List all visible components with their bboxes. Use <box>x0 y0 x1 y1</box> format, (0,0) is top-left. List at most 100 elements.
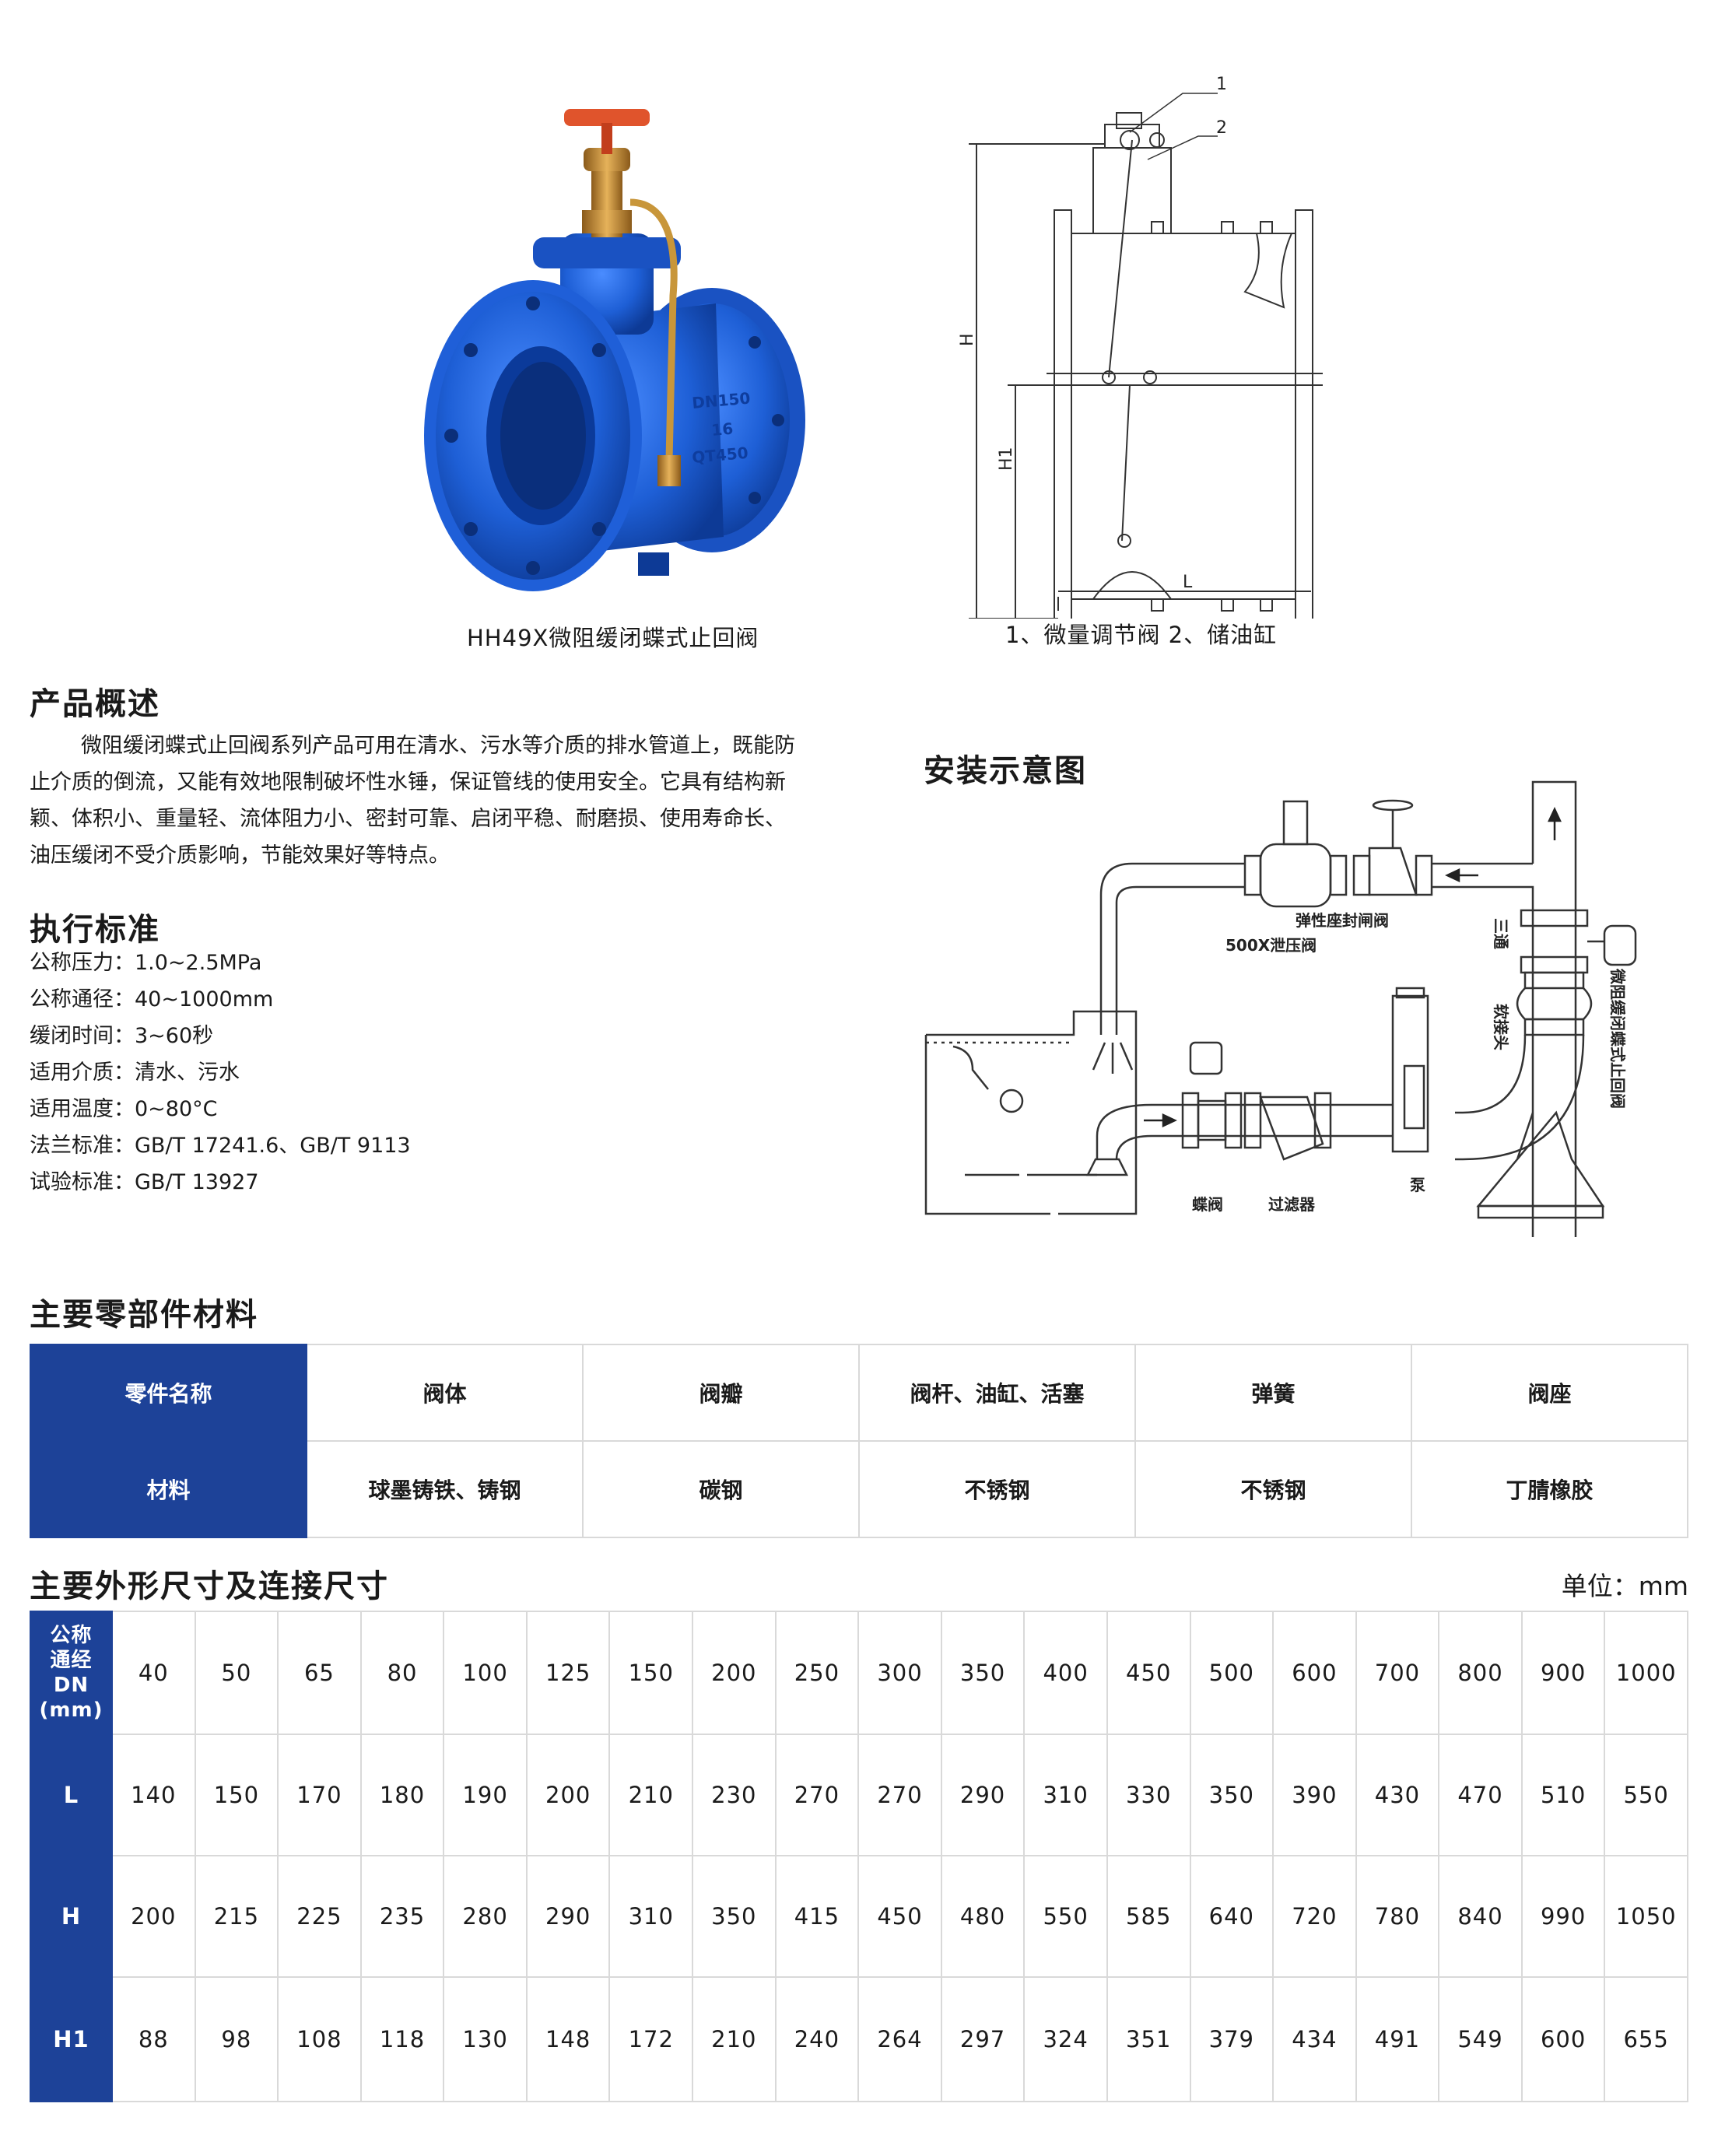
dimensions-cell: 264 <box>857 1976 942 2102</box>
dimensions-cell: 150 <box>608 1611 694 1735</box>
dimensions-cell: 148 <box>525 1976 611 2102</box>
dimensions-cell: 230 <box>692 1734 777 1856</box>
dimensions-cell: 655 <box>1604 1976 1688 2102</box>
standards-list: 公称压力：1.0~2.5MPa 公称通径：40~1000mm 缓闭时间：3~60… <box>30 945 411 1201</box>
dimensions-cell: 550 <box>1023 1855 1108 1978</box>
overview-line-4: 油压缓闭不受介质影响，节能效果好等特点。 <box>30 843 450 868</box>
dimensions-cell: 270 <box>857 1734 942 1856</box>
dimensions-cell: 350 <box>1189 1734 1274 1856</box>
label-butterfly-valve: 蝶阀 <box>1192 1195 1223 1214</box>
dimensions-cell: 600 <box>1520 1976 1606 2102</box>
dimensions-cell: 350 <box>940 1611 1026 1735</box>
dimensions-cell: 379 <box>1189 1976 1274 2102</box>
dimensions-cell: 130 <box>443 1976 528 2102</box>
dimensions-cell: 840 <box>1438 1855 1523 1978</box>
materials-table: 零件名称 阀体 阀瓣 阀杆、油缸、活塞 弹簧 阀座 材料 球墨铸铁、铸钢 碳钢 … <box>30 1344 1688 1538</box>
dimensions-cell: 180 <box>359 1734 445 1856</box>
dimensions-cell: 250 <box>774 1611 860 1735</box>
dimensions-cell: 210 <box>608 1734 694 1856</box>
dimensions-cell: 170 <box>277 1734 362 1856</box>
label-filter: 过滤器 <box>1268 1195 1316 1214</box>
standard-pressure: 公称压力：1.0~2.5MPa <box>30 951 262 975</box>
dimensions-cell: 297 <box>940 1976 1026 2102</box>
dim-h-label: H <box>958 333 977 346</box>
overview-line-3: 颖、体积小、重量轻、流体阻力小、密封可靠、启闭平稳、耐磨损、使用寿命长、 <box>30 807 786 831</box>
dimensions-cell: 585 <box>1106 1855 1191 1978</box>
dim-l-label: L <box>1183 573 1193 592</box>
standard-test: 试验标准：GB/T 13927 <box>30 1170 259 1194</box>
dimensions-cell: 990 <box>1520 1855 1606 1978</box>
standard-flange: 法兰标准：GB/T 17241.6、GB/T 9113 <box>30 1134 411 1158</box>
standard-closing-time: 缓闭时间：3~60秒 <box>30 1024 214 1048</box>
materials-cell: 阀瓣 <box>582 1344 860 1442</box>
dimensions-cell: 450 <box>857 1855 942 1978</box>
dimensions-cell: 140 <box>111 1734 196 1856</box>
dimensions-cell: 480 <box>940 1855 1026 1978</box>
dimensions-cell: 290 <box>525 1855 611 1978</box>
dimensions-cell: 640 <box>1189 1855 1274 1978</box>
dimensions-cell: 150 <box>194 1734 279 1856</box>
dimensions-cell: 600 <box>1272 1611 1357 1735</box>
materials-header-material: 材料 <box>30 1440 307 1538</box>
dimensions-cell: 1000 <box>1604 1611 1688 1735</box>
dimensions-cell: 65 <box>277 1611 362 1735</box>
materials-cell: 丁腈橡胶 <box>1411 1440 1688 1538</box>
dimensions-cell: 330 <box>1106 1734 1191 1856</box>
dimensions-cell: 390 <box>1272 1734 1357 1856</box>
materials-cell: 弹簧 <box>1134 1344 1412 1442</box>
materials-cell: 碳钢 <box>582 1440 860 1538</box>
dimensions-cell: 100 <box>443 1611 528 1735</box>
dimensions-cell: 310 <box>608 1855 694 1978</box>
table-row: 材料 球墨铸铁、铸钢 碳钢 不锈钢 不锈钢 丁腈橡胶 <box>30 1440 1688 1538</box>
dimensions-cell: 290 <box>940 1734 1026 1856</box>
dimensions-heading: 主要外形尺寸及连接尺寸 <box>30 1569 389 1604</box>
materials-cell: 不锈钢 <box>1134 1440 1412 1538</box>
label-pump: 泵 <box>1410 1176 1425 1194</box>
dimensions-unit: 单位：mm <box>1561 1571 1688 1601</box>
dimensions-cell: 235 <box>359 1855 445 1978</box>
callout-2: 2 <box>1216 118 1227 138</box>
dimensions-cell: 98 <box>194 1976 279 2102</box>
dimensions-cell: 351 <box>1106 1976 1191 2102</box>
materials-cell: 不锈钢 <box>858 1440 1136 1538</box>
overview-heading: 产品概述 <box>30 686 160 722</box>
dimensions-row-label: H1 <box>30 1976 113 2102</box>
dimensions-cell: 172 <box>608 1976 694 2102</box>
standard-diameter: 公称通径：40~1000mm <box>30 987 274 1011</box>
dimensions-cell: 225 <box>277 1855 362 1978</box>
standard-medium: 适用介质：清水、污水 <box>30 1060 240 1085</box>
dimensions-cell: 118 <box>359 1976 445 2102</box>
technical-drawing: 1 2 H H1 L <box>958 75 1323 619</box>
dimensions-cell: 500 <box>1189 1611 1274 1735</box>
dimensions-cell: 108 <box>277 1976 362 2102</box>
dimensions-cell: 350 <box>692 1855 777 1978</box>
valve-product-image: DN150 16 QT450 <box>424 109 805 591</box>
label-tee: 三通 <box>1492 918 1510 949</box>
dimensions-cell: 510 <box>1520 1734 1606 1856</box>
standard-temperature: 适用温度：0~80°C <box>30 1097 218 1121</box>
dimensions-cell: 900 <box>1520 1611 1606 1735</box>
table-row: 零件名称 阀体 阀瓣 阀杆、油缸、活塞 弹簧 阀座 <box>30 1344 1688 1442</box>
label-soft-joint: 软接头 <box>1492 1004 1510 1050</box>
dimensions-cell: 700 <box>1355 1611 1440 1735</box>
materials-cell: 球墨铸铁、铸钢 <box>306 1440 584 1538</box>
product-caption: HH49X微阻缓闭蝶式止回阀 <box>467 625 759 651</box>
label-release-valve: 500X泄压阀 <box>1225 936 1317 955</box>
dimensions-cell: 550 <box>1604 1734 1688 1856</box>
dimensions-cell: 549 <box>1438 1976 1523 2102</box>
dimensions-cell: 780 <box>1355 1855 1440 1978</box>
overview-line-2: 止介质的倒流，又能有效地限制破坏性水锤，保证管线的使用安全。它具有结构新 <box>30 770 786 794</box>
dimensions-cell: 310 <box>1023 1734 1108 1856</box>
dimensions-cell: 215 <box>194 1855 279 1978</box>
dimensions-cell: 720 <box>1272 1855 1357 1978</box>
overview-line-1: 微阻缓闭蝶式止回阀系列产品可用在清水、污水等介质的排水管道上，既能防 <box>81 734 795 758</box>
cast-text-pn: 16 <box>710 419 734 440</box>
dimensions-row-label: L <box>30 1734 113 1856</box>
install-diagram: 500X泄压阀 弹性座封闸阀 三通 微阻缓闭蝶式止回阀 软接头 泵 蝶阀 过滤器 <box>924 780 1637 1237</box>
dimensions-cell: 430 <box>1355 1734 1440 1856</box>
dimensions-cell: 324 <box>1023 1976 1108 2102</box>
